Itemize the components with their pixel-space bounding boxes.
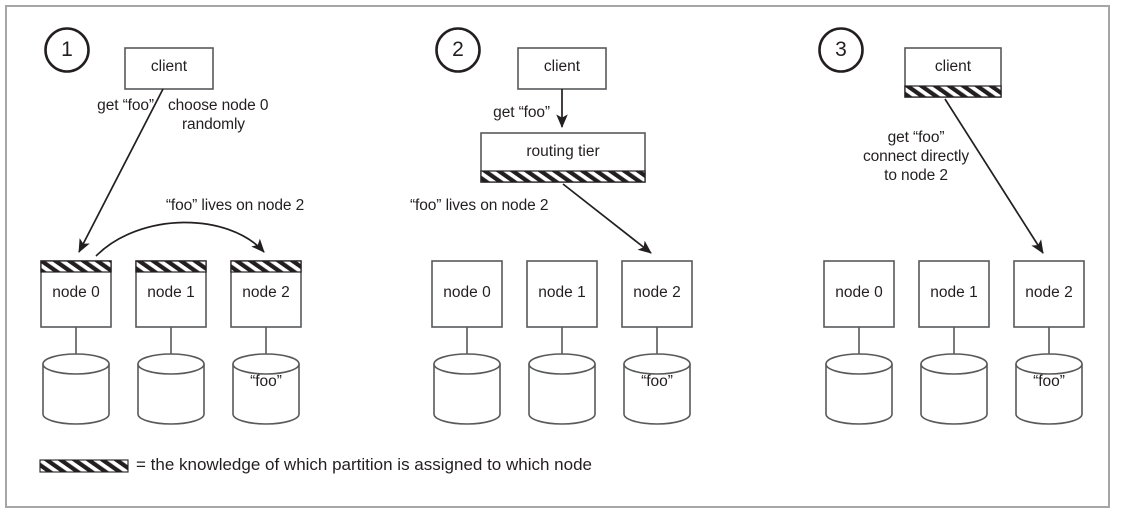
db-cylinder-1-0: [42, 353, 110, 425]
arrow-client-to-node2-direct: [944, 98, 1044, 254]
hatch-band-1-2: [230, 260, 302, 273]
arrow-routing-tier-to-node2: [562, 183, 652, 254]
step-number-1: 1: [61, 38, 73, 61]
hatch-swatch-icon: [39, 459, 129, 473]
node-box-3-0: [823, 260, 895, 328]
node-label-1-2: node 2: [242, 284, 290, 301]
client-label-3: client: [934, 58, 972, 75]
label-randomly: randomly: [182, 116, 245, 133]
routing-tier-label: routing tier: [526, 143, 600, 160]
hatch-band-1-0: [40, 260, 112, 273]
node-label-2-2: node 2: [633, 284, 681, 301]
db-cylinder-3-0: [825, 353, 893, 425]
db-cylinder-1-1: [137, 353, 205, 425]
node-label-3-0: node 0: [835, 284, 883, 301]
node-label-3-2: node 2: [1025, 284, 1073, 301]
figure-border: [5, 5, 1110, 508]
db-cylinder-2-1: [528, 353, 596, 425]
label-foo-lives-on-node-2-1: “foo” lives on node 2: [165, 197, 305, 214]
step-number-2: 2: [452, 38, 464, 61]
node-box-2-2: [621, 260, 693, 328]
hatch-band-routing-tier: [480, 170, 646, 183]
node-label-3-1: node 1: [930, 284, 978, 301]
db-cylinder-1-2: [232, 353, 300, 425]
client-label-1: client: [150, 58, 188, 75]
hatch-band-client-3: [904, 85, 1002, 98]
label-get-foo-2: get “foo”: [493, 104, 550, 121]
hatch-band-1-1: [135, 260, 207, 273]
client-box-1: [124, 47, 214, 90]
label-foo-lives-on-node-2-2: “foo” lives on node 2: [410, 197, 549, 214]
label-get-foo-3: get “foo”: [887, 129, 945, 146]
db-cylinder-2-0: [433, 353, 501, 425]
db-cylinder-3-2: [1015, 353, 1083, 425]
step-circle-1: [44, 27, 90, 73]
node-label-1-1: node 1: [147, 284, 195, 301]
label-choose-node-0: choose node 0: [168, 97, 269, 114]
node-box-3-2: [1013, 260, 1085, 328]
label-get-foo-1: get “foo”: [97, 97, 154, 114]
db-label-1-2: “foo”: [250, 373, 282, 390]
node-box-2-0: [431, 260, 503, 328]
step-circle-2: [435, 27, 481, 73]
client-box-2: [517, 47, 607, 90]
label-to-node-2: to node 2: [884, 167, 948, 184]
node-label-1-0: node 0: [52, 284, 100, 301]
label-connect-directly: connect directly: [862, 148, 970, 165]
node-label-2-1: node 1: [538, 284, 586, 301]
node-box-3-1: [918, 260, 990, 328]
client-label-2: client: [543, 58, 581, 75]
step-number-3: 3: [835, 38, 847, 61]
arrow-client-to-node0: [78, 88, 164, 253]
node-box-2-1: [526, 260, 598, 328]
node-label-2-0: node 0: [443, 284, 491, 301]
step-circle-3: [818, 27, 864, 73]
db-cylinder-2-2: [623, 353, 691, 425]
db-label-3-2: “foo”: [1033, 373, 1065, 390]
db-label-2-2: “foo”: [641, 373, 673, 390]
db-cylinder-3-1: [920, 353, 988, 425]
legend-text: = the knowledge of which partition is as…: [136, 455, 592, 474]
arrow-node0-to-node2: [95, 221, 265, 257]
